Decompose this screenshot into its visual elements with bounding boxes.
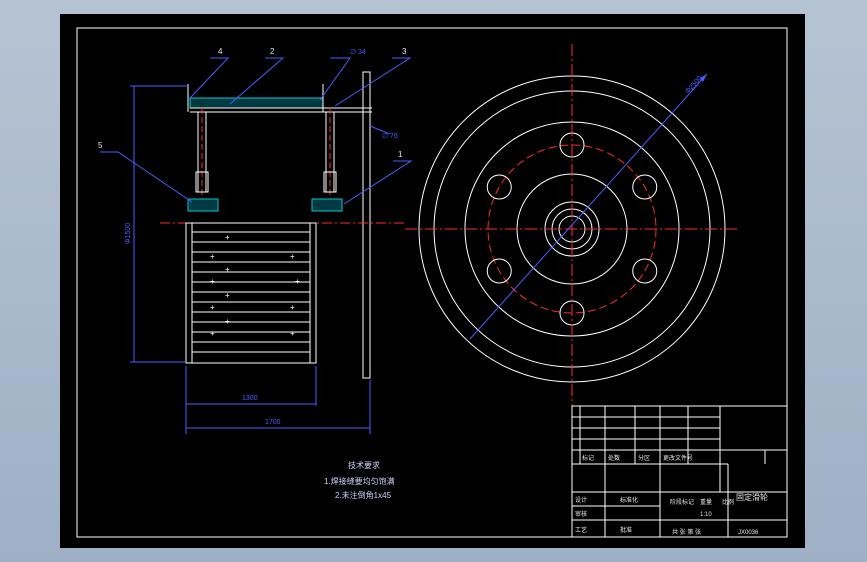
bolt-mark: + — [225, 233, 230, 242]
balloon-5: 5 — [98, 141, 103, 150]
dim-text-thickness: ∅ 34 — [350, 49, 366, 56]
bolt-mark: + — [295, 277, 300, 286]
stage-label-1: 重量 — [700, 498, 712, 506]
notes-line-2: 2.未注倒角1x45 — [335, 490, 392, 500]
tb-cell-0-0: 标记 — [582, 454, 594, 462]
dim-text-inner: 1300 — [242, 395, 258, 402]
bolt-mark: + — [225, 317, 230, 326]
stage-label-0: 阶段标记 — [670, 498, 694, 506]
side-view: + + + + + + + + + + + + — [100, 57, 413, 434]
scale-value: 1:10 — [700, 512, 712, 518]
balloon-2: 2 — [270, 47, 275, 56]
bolt-mark: + — [210, 329, 215, 338]
tb-cell-0-1: 处数 — [608, 454, 620, 462]
bolt-mark: + — [225, 291, 230, 300]
stage-label-2: 比例 — [722, 498, 734, 506]
bolt-mark: + — [210, 303, 215, 312]
notes-heading: 技术要求 — [348, 460, 380, 470]
drawing-number: JX0036 — [738, 530, 759, 536]
dim-text-diameter: Φ2500 — [684, 75, 703, 95]
tb-cell-3-0: 工艺 — [575, 526, 587, 534]
top-plate — [189, 97, 324, 109]
title-block — [571, 405, 788, 538]
tb-cell-3-2: 批准 — [620, 526, 632, 534]
tb-cell-2-0: 审核 — [575, 510, 587, 518]
bearing-block-right — [311, 198, 343, 212]
outer-frame — [76, 27, 788, 538]
bolt-hole — [486, 258, 512, 284]
bolt-mark: + — [210, 252, 215, 261]
tb-cell-0-3: 更改文件号 — [663, 454, 693, 462]
tb-cell-0-2: 分区 — [638, 454, 650, 462]
bolt-mark: + — [290, 252, 295, 261]
bolt-mark: + — [225, 265, 230, 274]
end-plate — [362, 71, 371, 379]
bearing-block-left — [187, 198, 219, 212]
dim-text-height: Φ1500 — [125, 223, 132, 244]
bolt-mark: + — [290, 303, 295, 312]
bolt-hole — [632, 174, 658, 200]
balloon-4: 1 — [398, 150, 403, 159]
balloon-3: 3 — [402, 47, 407, 56]
bolt-hole — [486, 174, 512, 200]
sheet-label: 共 张 第 张 — [672, 528, 701, 536]
dim-text-flange: ∅ 76 — [382, 133, 398, 140]
bolt-mark: + — [290, 329, 295, 338]
drawing-canvas: + + + + + + + + + + + + — [76, 27, 788, 538]
cad-drawing-viewport[interactable]: + + + + + + + + + + + + — [60, 14, 805, 548]
title-text: 固定滑轮 — [736, 492, 768, 502]
balloon-1: 4 — [218, 47, 223, 56]
bolt-hole — [632, 258, 658, 284]
dim-line-diameter — [469, 73, 708, 340]
tb-cell-1-2: 标准化 — [620, 496, 638, 504]
bolt-mark: + — [210, 277, 215, 286]
notes-line-1: 1.焊接缝要均匀饱满 — [324, 476, 395, 486]
tb-cell-1-0: 设计 — [575, 496, 587, 504]
dim-text-total: 1700 — [265, 419, 281, 426]
end-view — [405, 44, 740, 414]
